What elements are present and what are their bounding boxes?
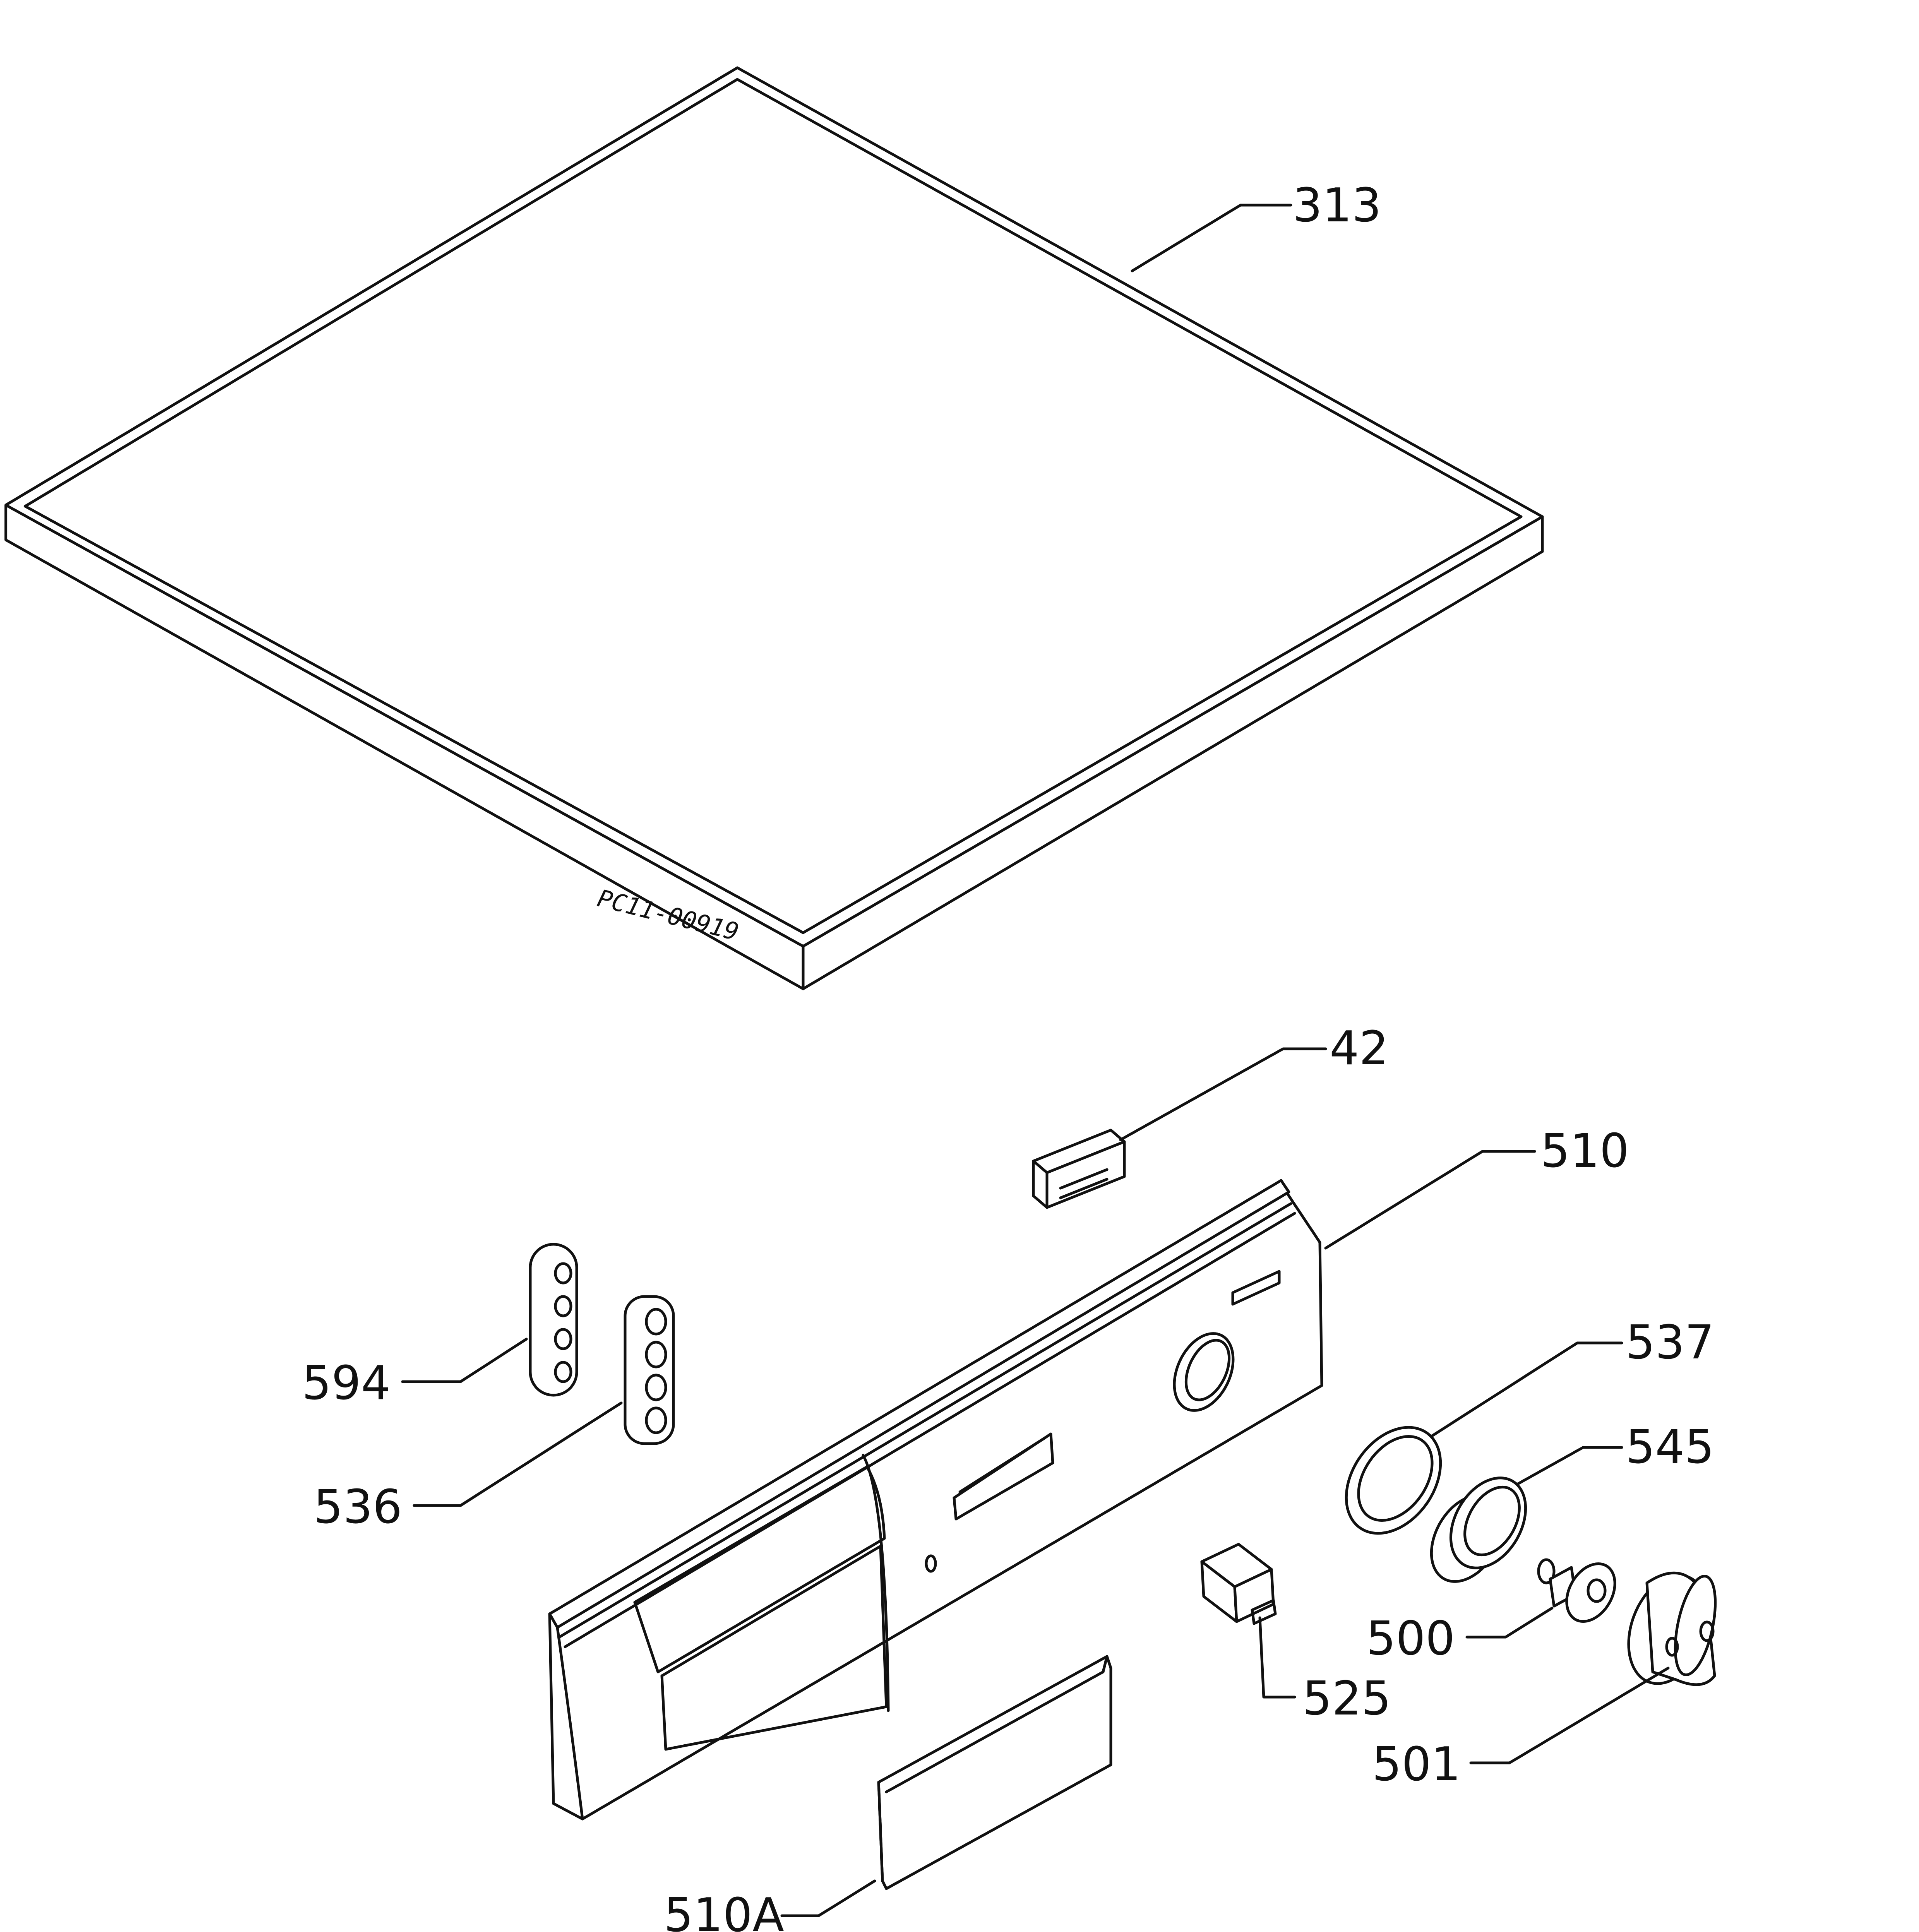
callout-537: 537 (1626, 1316, 1714, 1370)
leader-525 (1258, 1616, 1296, 1699)
callout-594: 594 (302, 1357, 391, 1410)
callout-labels: 313 42 510 537 545 594 536 500 525 501 5… (302, 179, 1714, 1932)
callout-510a: 510A (664, 1889, 784, 1932)
leader-510 (1324, 1150, 1536, 1250)
leader-545 (1516, 1446, 1623, 1486)
part-537-seal-ring (1345, 1426, 1442, 1535)
part-525-switch (1200, 1543, 1277, 1625)
callout-525: 525 (1302, 1672, 1391, 1726)
callout-501: 501 (1372, 1738, 1461, 1792)
leader-500 (1465, 1607, 1554, 1639)
part-594-indicator-holder (529, 1243, 578, 1397)
part-510a-panel-insert (877, 1655, 1112, 1890)
callout-536: 536 (314, 1480, 402, 1534)
leader-594 (401, 1338, 528, 1383)
leader-42 (1119, 1047, 1327, 1141)
leader-536 (413, 1401, 623, 1507)
part-510-control-panel (548, 1179, 1323, 1821)
part-536-indicator-holder (624, 1295, 675, 1445)
callout-545: 545 (1626, 1420, 1714, 1474)
part-501-knob (1627, 1571, 1717, 1686)
leader-510a (780, 1879, 876, 1917)
callout-313: 313 (1293, 179, 1381, 233)
part-500-knob-insert (1537, 1558, 1616, 1623)
leader-501 (1469, 1667, 1670, 1764)
leader-537 (1431, 1341, 1623, 1437)
callout-510: 510 (1540, 1124, 1629, 1178)
leader-313 (1131, 204, 1292, 272)
part-313-top-cover: PC11-00919 (4, 66, 1544, 990)
callout-42: 42 (1330, 1022, 1389, 1076)
part-42-clip (1032, 1129, 1126, 1209)
callout-500: 500 (1366, 1612, 1455, 1666)
leader-lines (401, 204, 1670, 1917)
part-545-knob-bushing (1430, 1476, 1527, 1583)
